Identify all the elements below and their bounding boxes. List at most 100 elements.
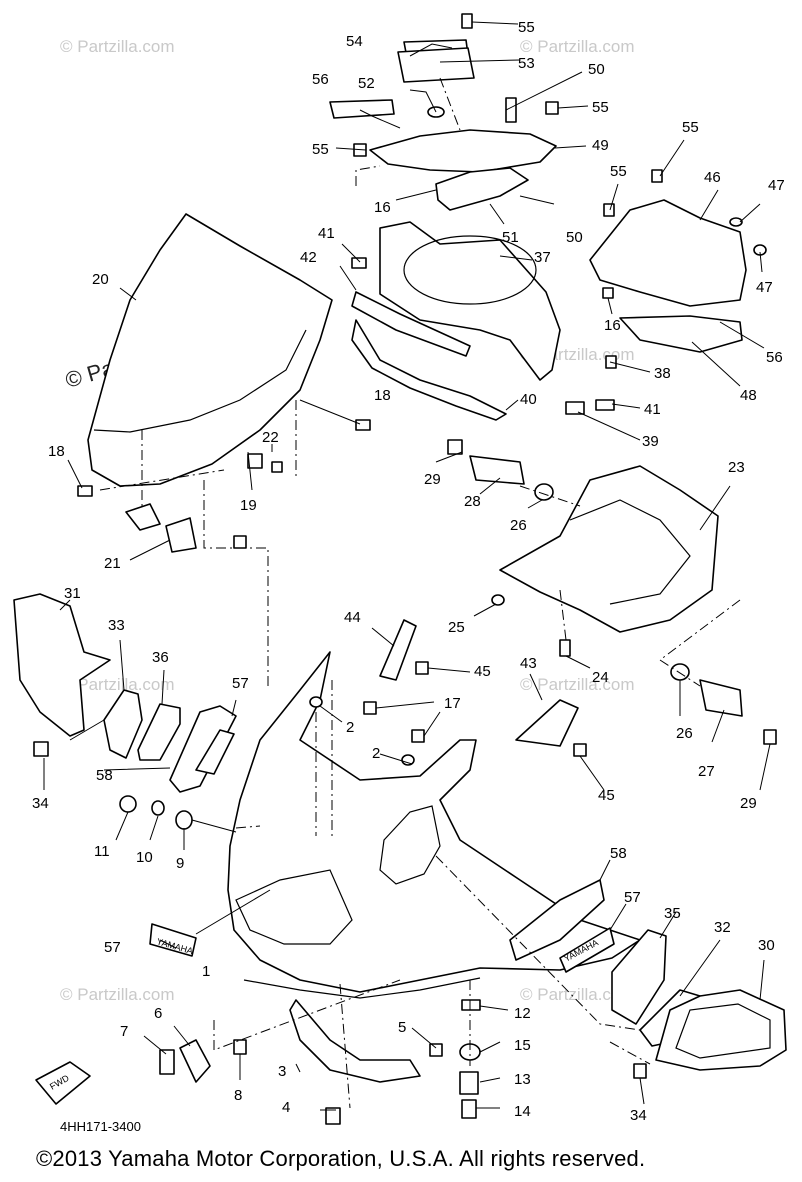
- callout-56: 56: [312, 71, 329, 88]
- callout-49: 49: [592, 137, 609, 154]
- callout-7: 7: [120, 1023, 128, 1040]
- callout-26b: 26: [676, 725, 693, 742]
- part-57-decal-right: [559, 927, 615, 973]
- callout-47b: 47: [756, 279, 773, 296]
- part-41-clip-b: [595, 399, 615, 411]
- part-37-inner-panel: [379, 221, 561, 381]
- part-23-inner-detail: [569, 499, 691, 605]
- part-19-nut-b: [233, 535, 247, 549]
- part-42-strip: [351, 291, 471, 357]
- callout-41: 41: [318, 225, 335, 242]
- part-20-windshield-edge: [93, 329, 307, 433]
- callout-33: 33: [108, 617, 125, 634]
- part-7-damper: [159, 1049, 175, 1075]
- watermark-4: © Partzilla.com: [60, 675, 175, 694]
- part-39-bracket: [565, 401, 585, 415]
- callout-40: 40: [520, 391, 537, 408]
- part-56-strip: [329, 99, 395, 119]
- part-49-panel: [369, 129, 557, 173]
- callout-57c: 57: [104, 939, 121, 956]
- callout-38: 38: [654, 365, 671, 382]
- part-36-plate: [137, 703, 181, 761]
- part-26-damper-a: [534, 483, 554, 501]
- callout-57b: 57: [624, 889, 641, 906]
- callout-numbers: 55 54 53 50 56 52 55 55 49 16 50 51 55 4…: [32, 19, 785, 1124]
- main-cowling-assembly: [115, 619, 641, 999]
- part-22-grommet: [271, 461, 283, 473]
- part-44-bracket: [379, 619, 417, 681]
- part-1-intake: [235, 869, 353, 945]
- callout-51: 51: [502, 229, 519, 246]
- callout-55b: 55: [592, 99, 609, 116]
- part-55-screw-5: [603, 203, 615, 217]
- callout-14: 14: [514, 1103, 531, 1120]
- callout-45b: 45: [598, 787, 615, 804]
- part-17-nut-b: [411, 729, 425, 743]
- callout-27: 27: [698, 763, 715, 780]
- part-19-nut: [247, 453, 263, 469]
- part-13-damper: [459, 1071, 479, 1095]
- inner-bracket-assembly: [435, 439, 777, 791]
- callout-20: 20: [92, 271, 109, 288]
- part-25-grommet: [491, 594, 505, 606]
- callout-50: 50: [588, 61, 605, 78]
- callout-11: 11: [94, 843, 110, 860]
- callout-18: 18: [374, 387, 391, 404]
- callout-44: 44: [344, 609, 361, 626]
- part-53-plate: [397, 47, 475, 83]
- part-4-clip: [325, 1107, 341, 1125]
- part-29-screw-a: [447, 439, 463, 455]
- callout-22: 22: [262, 429, 279, 446]
- part-41-clip-a: [351, 257, 367, 269]
- part-3-cover: [289, 999, 421, 1083]
- part-27-bracket: [699, 679, 743, 717]
- callout-48: 48: [740, 387, 757, 404]
- callout-47: 47: [768, 177, 785, 194]
- part-8-screw: [233, 1039, 247, 1055]
- callout-29b: 29: [740, 795, 757, 812]
- callout-10: 10: [136, 849, 153, 866]
- callout-9: 9: [176, 855, 184, 872]
- part-26-damper-b: [670, 663, 690, 681]
- callout-31: 31: [64, 585, 81, 602]
- callout-19: 19: [240, 497, 257, 514]
- part-16-grommet: [602, 287, 614, 299]
- part-57-cushion: [195, 729, 235, 775]
- part-46-side-cover: [589, 199, 747, 307]
- part-45-screw-a: [415, 661, 429, 675]
- callout-32: 32: [714, 919, 731, 936]
- callout-28: 28: [464, 493, 481, 510]
- part-2-grommet-a: [309, 696, 323, 708]
- part-37-opening: [403, 235, 537, 305]
- part-57-decal-left: [149, 923, 197, 957]
- callout-37: 37: [534, 249, 551, 266]
- part-34-screw-a: [33, 741, 49, 757]
- part-50-pin: [505, 97, 517, 123]
- watermark-5: © Partzilla.com: [520, 675, 635, 694]
- part-58-decal-right: [509, 879, 605, 961]
- decals: YAMAHA YAMAHA: [149, 859, 627, 973]
- part-17-nut-a: [363, 701, 377, 715]
- callout-34: 34: [32, 795, 49, 812]
- callout-24: 24: [592, 669, 609, 686]
- callout-16: 16: [374, 199, 391, 216]
- part-31-side-cover: [13, 593, 111, 737]
- callout-53: 53: [518, 55, 535, 72]
- top-panel-assembly: [329, 13, 589, 225]
- callout-2b: 2: [372, 745, 380, 762]
- part-29-screw-b: [763, 729, 777, 745]
- callout-17: 17: [444, 695, 461, 712]
- callout-56b: 56: [766, 349, 783, 366]
- part-9-grommet: [175, 810, 193, 830]
- part-18-screw-left: [77, 485, 93, 497]
- windshield-assembly: [67, 213, 371, 690]
- part-5-screw: [429, 1043, 443, 1057]
- callout-12: 12: [514, 1005, 531, 1022]
- callout-21: 21: [104, 555, 121, 572]
- callout-52: 52: [358, 75, 375, 92]
- part-55-screw-4: [651, 169, 663, 183]
- watermark-2: © Partzilla.com: [520, 37, 635, 56]
- part-58-pad: [169, 705, 237, 793]
- callout-2: 2: [346, 719, 354, 736]
